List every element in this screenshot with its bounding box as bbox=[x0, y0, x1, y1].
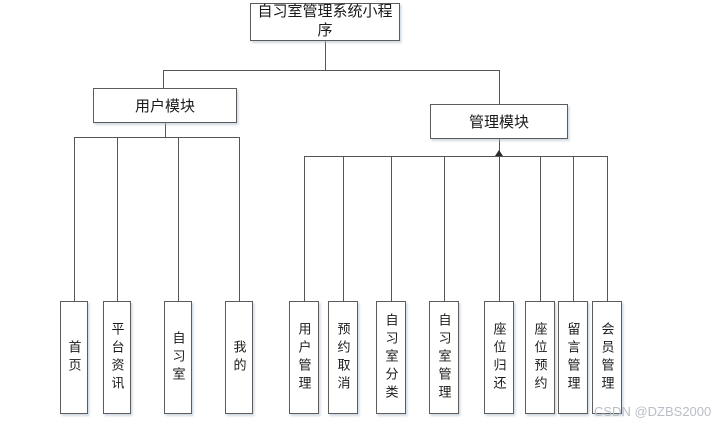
csdn-watermark: CSDN @DZBS2000 bbox=[594, 404, 712, 419]
node-home: 首页 bbox=[60, 301, 88, 414]
connector-line bbox=[304, 156, 305, 301]
node-member-management: 会员管理 bbox=[592, 301, 622, 414]
node-message-management: 留言管理 bbox=[558, 301, 588, 414]
node-study-room-category: 自习室分类 bbox=[376, 301, 406, 414]
connector-line bbox=[304, 156, 608, 157]
connector-line bbox=[163, 70, 164, 88]
connector-line bbox=[573, 156, 574, 301]
connector-line bbox=[178, 137, 179, 301]
connector-line bbox=[343, 156, 344, 301]
connector-line bbox=[499, 156, 500, 301]
connector-line bbox=[117, 137, 118, 301]
connector-line bbox=[540, 156, 541, 301]
connector-line bbox=[74, 137, 75, 301]
junction-arrow-icon bbox=[495, 150, 503, 156]
node-seat-return: 座位归还 bbox=[484, 301, 514, 414]
node-user-module: 用户模块 bbox=[93, 88, 237, 123]
node-reservation-cancel: 预约取消 bbox=[328, 301, 358, 414]
node-admin-module: 管理模块 bbox=[430, 104, 568, 139]
node-user-management: 用户管理 bbox=[289, 301, 319, 414]
node-seat-reservation: 座位预约 bbox=[525, 301, 555, 414]
node-study-room: 自习室 bbox=[164, 301, 192, 414]
node-mine: 我的 bbox=[225, 301, 253, 414]
connector-line bbox=[165, 123, 166, 137]
node-root: 自习室管理系统小程序 bbox=[250, 3, 400, 41]
connector-line bbox=[163, 70, 500, 71]
node-platform-news: 平台资讯 bbox=[103, 301, 131, 414]
connector-line bbox=[391, 156, 392, 301]
connector-line bbox=[607, 156, 608, 301]
connector-line bbox=[499, 70, 500, 104]
connector-line bbox=[499, 139, 500, 156]
connector-line bbox=[325, 41, 326, 70]
node-study-room-management: 自习室管理 bbox=[429, 301, 459, 414]
connector-line bbox=[239, 137, 240, 301]
connector-line bbox=[444, 156, 445, 301]
connector-line bbox=[74, 137, 240, 138]
